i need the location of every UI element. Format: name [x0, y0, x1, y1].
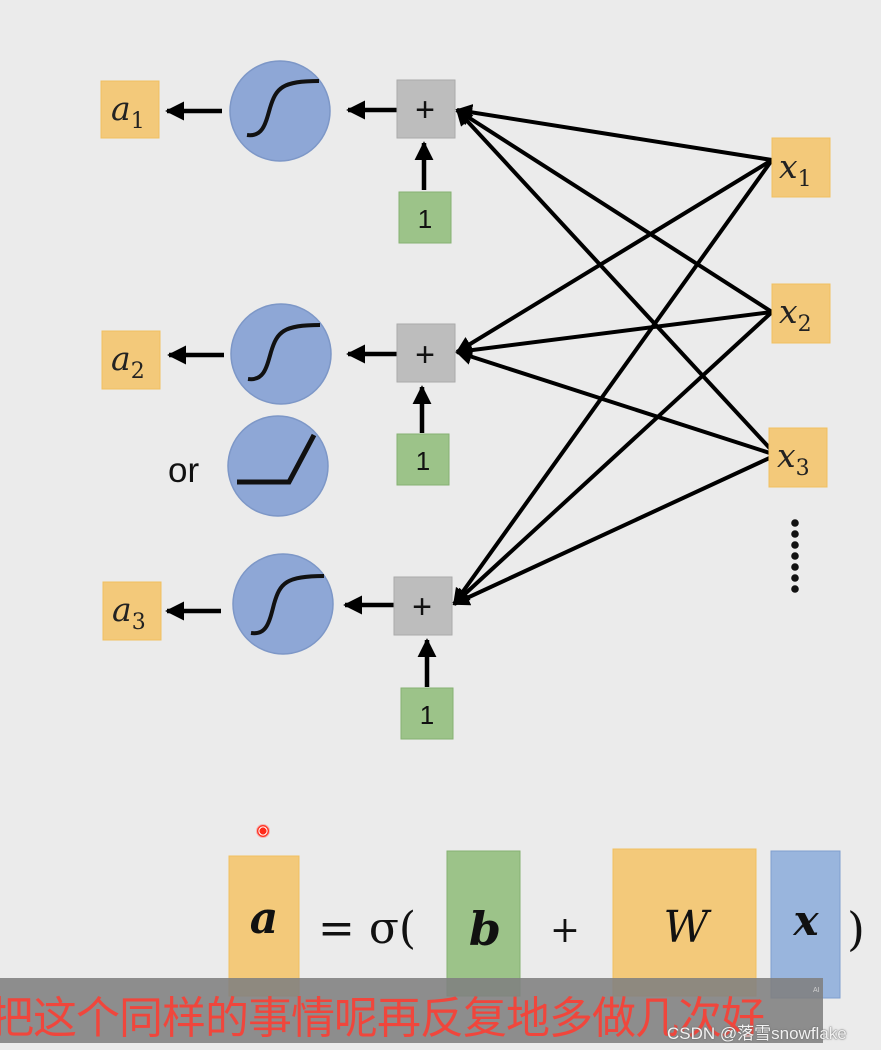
- alternative-activation: or: [168, 415, 329, 517]
- input-subscript-x1: 1: [798, 167, 812, 192]
- bias-box-1: [398, 191, 452, 244]
- output-box-a1: [100, 80, 160, 139]
- vector-x-box: [770, 850, 841, 999]
- vector-a-box: [228, 855, 300, 997]
- equation-x: x: [792, 896, 819, 945]
- edge-x3-to-sum1: [455, 108, 778, 457]
- output-label-a3: a: [112, 590, 132, 629]
- edge-x3-to-sum3: [452, 453, 777, 606]
- edge-x1-to-sum3: [452, 158, 774, 606]
- neuron-row-1: a1 + 1: [100, 60, 456, 244]
- sigmoid-icon: [246, 79, 320, 138]
- output-label-a2: a: [111, 339, 131, 378]
- svg-text:x2: x2: [779, 292, 812, 337]
- bias-value-3: 1: [420, 700, 434, 730]
- subtitle-text: 把这个同样的事情呢再反复地多做几次好: [0, 993, 765, 1044]
- or-label: or: [168, 451, 199, 490]
- svg-text:x1: x1: [779, 147, 812, 192]
- output-subscript-a2: 2: [131, 359, 145, 384]
- input-label-x1: x: [779, 147, 798, 186]
- sum-symbol-1: +: [415, 91, 435, 129]
- svg-text:a3: a3: [112, 590, 146, 635]
- edge-x2-to-sum2: [455, 310, 773, 359]
- edge-x1-to-sum1: [455, 104, 773, 162]
- input-subscript-x2: 2: [798, 312, 812, 337]
- input-box-x1: [771, 137, 831, 198]
- input-label-x2: x: [779, 292, 798, 331]
- output-label-a1: a: [111, 89, 131, 128]
- output-subscript-a3: 3: [132, 610, 146, 635]
- equation-plus: +: [550, 910, 580, 951]
- matrix-W-box: [612, 848, 757, 997]
- sum-node-3: [393, 576, 453, 636]
- watermark: CSDN @落雪snowflake: [667, 1024, 847, 1043]
- bias-value-1: 1: [418, 204, 432, 234]
- output-box-a2: [101, 330, 161, 390]
- equation-W: W: [663, 902, 712, 953]
- bias-box-3: [400, 687, 454, 740]
- sum-symbol-3: +: [412, 588, 432, 626]
- sigmoid-activation-2: [230, 303, 332, 405]
- edge-x1-to-sum2: [455, 158, 774, 354]
- equation-a: a: [250, 893, 279, 944]
- inputs: x1 x2 x3: [768, 137, 831, 593]
- output-subscript-a1: 1: [131, 109, 145, 134]
- output-box-a3: [102, 581, 162, 641]
- sigmoid-activation-3: [232, 553, 334, 655]
- sigmoid-icon: [247, 323, 321, 382]
- equation-equals-sigma: = σ(: [318, 903, 416, 954]
- subtitle-bar: [0, 978, 823, 1043]
- neuron-row-2: a2 + 1: [101, 303, 456, 486]
- bias-value-2: 1: [416, 446, 430, 476]
- neuron-row-3: a3 + 1: [102, 553, 454, 740]
- equation-b: b: [469, 902, 501, 956]
- sigmoid-icon: [250, 574, 325, 636]
- more-inputs-ellipsis-icon: [791, 519, 799, 593]
- input-label-x3: x: [777, 436, 796, 475]
- svg-text:x3: x3: [777, 436, 810, 481]
- connection-edges: [452, 104, 778, 606]
- ai-tag: AI: [813, 987, 820, 994]
- edge-x2-to-sum3: [452, 310, 774, 606]
- relu-activation: [227, 415, 329, 517]
- equation: a = σ( b + W x ): [228, 848, 865, 999]
- relu-icon: [237, 433, 317, 485]
- equation-close-paren: ): [847, 902, 865, 956]
- edge-x3-to-sum2: [455, 348, 777, 457]
- sigmoid-activation-1: [229, 60, 331, 162]
- input-box-x2: [771, 283, 831, 344]
- svg-text:a2: a2: [111, 339, 145, 384]
- sum-node-2: [396, 323, 456, 383]
- pointer-dot: [256, 824, 270, 838]
- sum-node-1: [396, 79, 456, 139]
- bias-box-2: [396, 433, 450, 486]
- svg-text:a1: a1: [111, 89, 145, 134]
- input-box-x3: [768, 427, 828, 488]
- sum-symbol-2: +: [415, 336, 435, 374]
- input-subscript-x3: 3: [796, 456, 810, 481]
- edge-x2-to-sum1: [455, 108, 774, 314]
